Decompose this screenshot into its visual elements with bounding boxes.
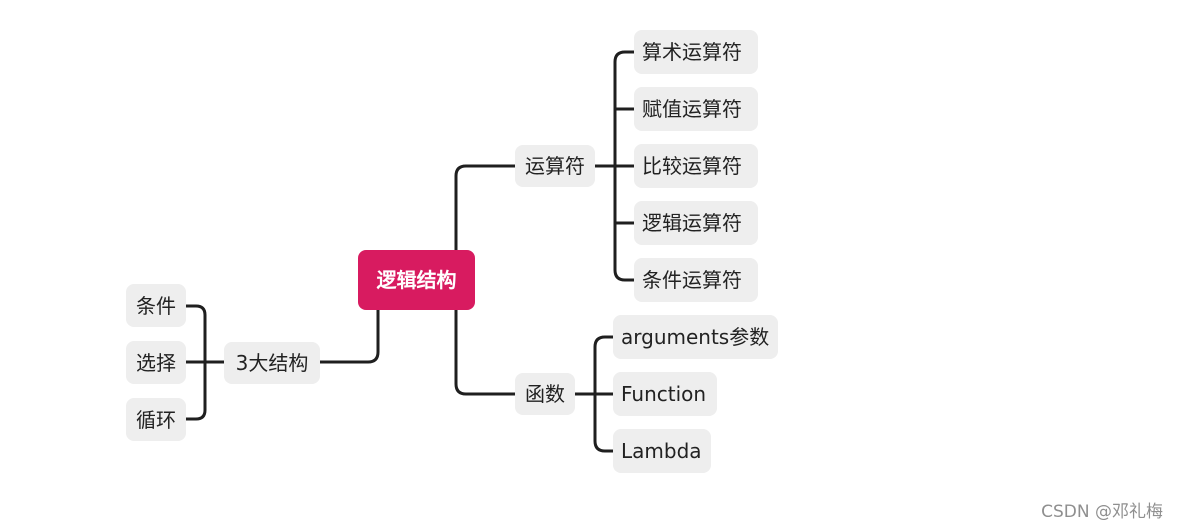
root-node[interactable]: 逻辑结构 [358, 250, 475, 310]
leaf-loop-node[interactable]: 循环 [126, 398, 186, 441]
leaf-arguments-node[interactable]: arguments参数 [613, 315, 778, 359]
connector-root-structure [318, 308, 380, 364]
leaf-assignment-operator-node[interactable]: 赋值运算符 [634, 87, 758, 131]
leaf-condition-node[interactable]: 条件 [126, 284, 186, 327]
branch-structure-node[interactable]: 3大结构 [224, 342, 320, 384]
leaf-comparison-operator-node[interactable]: 比较运算符 [634, 144, 758, 188]
connector-root-functions [454, 308, 517, 396]
leaf-arithmetic-operator-node[interactable]: 算术运算符 [634, 30, 758, 74]
branch-functions-node[interactable]: 函数 [515, 373, 575, 415]
leaf-selection-node[interactable]: 选择 [126, 341, 186, 384]
leaf-function-node[interactable]: Function [613, 372, 717, 416]
leaf-logical-operator-node[interactable]: 逻辑运算符 [634, 201, 758, 245]
leaf-lambda-node[interactable]: Lambda [613, 429, 711, 473]
branch-operators-node[interactable]: 运算符 [515, 145, 595, 187]
leaf-conditional-operator-node[interactable]: 条件运算符 [634, 258, 758, 302]
connector-root-operators [454, 164, 517, 252]
watermark-text: CSDN @邓礼梅 [1041, 502, 1163, 522]
